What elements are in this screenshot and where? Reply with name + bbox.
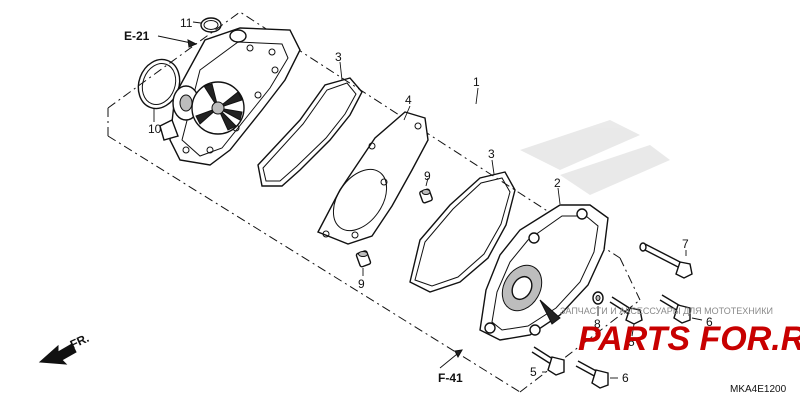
part-9-dowel-lower: 9 xyxy=(355,250,372,291)
callout-5-lower: 5 xyxy=(530,365,537,379)
front-arrow: FR. xyxy=(38,331,91,365)
part-4-plate: 4 xyxy=(317,93,429,245)
callout-6-upper: 6 xyxy=(706,315,713,329)
callout-1: 1 xyxy=(473,75,480,89)
part-5-bolt-upper: 5 xyxy=(609,296,643,349)
ref-f41-label: F-41 xyxy=(438,371,463,385)
callout-7: 7 xyxy=(682,237,689,251)
front-arrow-icon xyxy=(38,343,77,365)
callout-9-upper: 9 xyxy=(424,169,431,183)
callout-3-lower: 3 xyxy=(488,147,495,161)
callout-8: 8 xyxy=(594,317,601,331)
background-logo xyxy=(520,120,670,195)
part-3-gasket-lower: 3 xyxy=(409,147,516,293)
ref-f41-group: F-41 xyxy=(438,349,463,385)
callout-5-upper: 5 xyxy=(628,335,635,349)
callout-2: 2 xyxy=(554,176,561,190)
part-7-bolt: 7 xyxy=(639,237,693,279)
callout-11: 11 xyxy=(180,16,193,30)
ref-e21-group: E-21 xyxy=(124,29,198,48)
ref-e21-label: E-21 xyxy=(124,29,150,43)
part-9-dowel-upper: 9 xyxy=(419,169,433,204)
assembly-outline xyxy=(107,11,641,393)
front-label: FR. xyxy=(68,331,91,352)
part-11-o-ring: 11 xyxy=(180,16,222,33)
part-3-gasket-upper: 3 xyxy=(257,50,363,187)
callout-3-upper: 3 xyxy=(335,50,342,64)
part-2-cover: 2 xyxy=(479,176,609,341)
callout-9-lower: 9 xyxy=(358,277,365,291)
part-6-bolt-upper: 6 xyxy=(659,294,713,329)
watermark-tagline: ЗАПЧАСТИ И АКСЕССУАРЫ ДЛЯ МОТОТЕХНИКИ xyxy=(560,306,773,316)
callout-10: 10 xyxy=(148,122,162,136)
figure-code: MKA4E1200 xyxy=(730,384,787,395)
part-5-bolt-lower: 5 xyxy=(530,346,565,379)
watermark-brand: PARTS FOR.RU xyxy=(578,320,800,358)
callout-1-group: 1 xyxy=(473,75,480,105)
part-6-bolt-lower: 6 xyxy=(575,360,629,389)
pump-body xyxy=(159,27,301,166)
watermark: ЗАПЧАСТИ И АКСЕССУАРЫ ДЛЯ МОТОТЕХНИКИ PA… xyxy=(560,306,800,358)
part-8-washer: 8 xyxy=(592,291,604,331)
callout-4: 4 xyxy=(405,93,412,107)
callout-6-lower: 6 xyxy=(622,371,629,385)
